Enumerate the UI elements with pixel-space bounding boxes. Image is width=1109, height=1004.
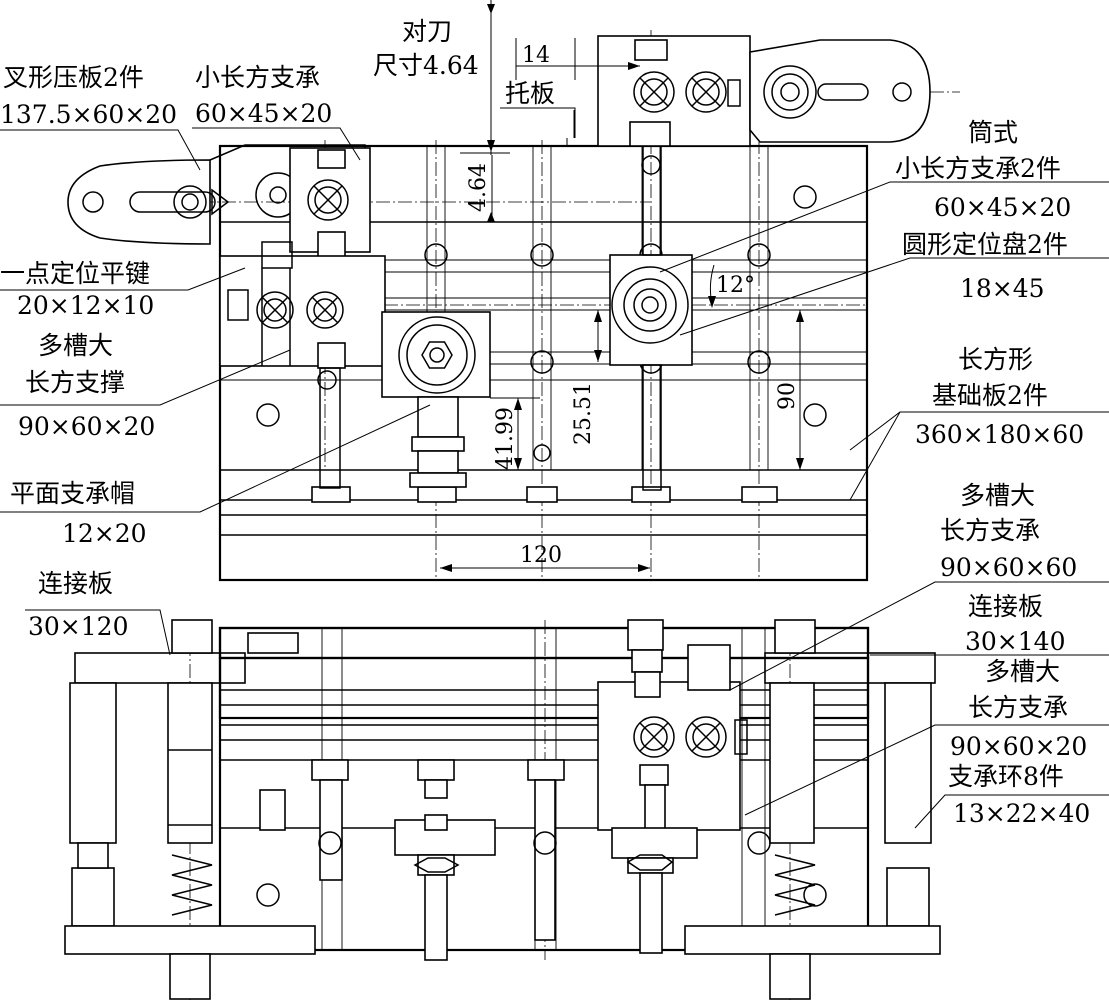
connector-plate-left — [74, 652, 246, 684]
right-fork-plate — [749, 39, 931, 143]
label-rect-base-2: 基础板2件 — [932, 381, 1048, 410]
label-flat-cap: 平面支承帽 — [10, 479, 135, 508]
label-fork-plate-size: 137.5×60×20 — [0, 100, 177, 129]
label-multi-slot-support-20-1: 多槽大 — [985, 657, 1060, 686]
label-small-rect-support: 小长方支承 — [195, 63, 320, 92]
label-connector-120-size: 30×120 — [28, 612, 128, 641]
dim-25-51: 25.51 — [571, 382, 596, 445]
dimension-texts: 14 4.64 12° 90 25.51 41.99 120 — [466, 43, 800, 568]
top-view — [67, 0, 960, 582]
front-view — [64, 619, 941, 1000]
label-small-rect-support-size: 60×45×20 — [195, 99, 332, 128]
label-rect-base-1: 长方形 — [958, 345, 1033, 374]
dim-41-99: 41.99 — [493, 407, 518, 470]
dim-14: 14 — [522, 43, 550, 68]
label-multi-slot-support-60-size: 90×60×60 — [940, 553, 1077, 582]
label-support-ring-size: 13×22×40 — [953, 799, 1090, 828]
multi-slot-brace — [381, 311, 491, 398]
label-tube-support-2: 小长方支承2件 — [895, 154, 1061, 183]
label-tube-support-1: 筒式 — [968, 118, 1018, 147]
label-multi-slot-brace-2: 长方支撑 — [25, 368, 125, 397]
label-rect-base-size: 360×180×60 — [915, 420, 1084, 449]
label-multi-slot-brace-1: 多槽大 — [38, 331, 113, 360]
label-connector-120: 连接板 — [38, 569, 113, 598]
round-locator-block — [609, 254, 693, 366]
labels: 叉形压板2件 137.5×60×20 小长方支承 60×45×20 对刀 尺寸4… — [0, 17, 1090, 828]
flat-support-cap — [417, 396, 459, 438]
dim-4-64: 4.64 — [466, 163, 491, 212]
label-flat-key-size: 20×12×10 — [17, 291, 154, 320]
label-flat-cap-size: 12×20 — [62, 519, 147, 548]
label-multi-slot-support-60-1: 多槽大 — [960, 481, 1035, 510]
label-tool-setting-2: 尺寸4.64 — [373, 51, 479, 80]
label-tube-support-size: 60×45×20 — [934, 193, 1071, 222]
label-tool-setting-1: 对刀 — [402, 17, 452, 46]
left-fork-plate — [67, 159, 211, 245]
dim-90: 90 — [775, 382, 800, 410]
label-round-locator: 圆形定位盘2件 — [902, 230, 1068, 259]
label-multi-slot-support-60-2: 长方支承 — [940, 516, 1040, 545]
label-multi-slot-brace-size: 90×60×20 — [18, 412, 155, 441]
leader-lines — [0, 107, 1109, 829]
label-fork-plate: 叉形压板2件 — [3, 63, 144, 92]
label-connector-140: 连接板 — [968, 592, 1043, 621]
label-round-locator-size: 18×45 — [960, 274, 1045, 303]
dim-12deg: 12° — [716, 273, 755, 298]
label-flat-key: 一点定位平键 — [0, 259, 150, 288]
label-connector-140-size: 30×140 — [965, 627, 1065, 656]
label-multi-slot-support-20-size: 90×60×20 — [950, 732, 1087, 761]
label-support-ring: 支承环8件 — [948, 762, 1064, 791]
label-multi-slot-support-20-2: 长方支承 — [968, 693, 1068, 722]
dim-120: 120 — [520, 543, 562, 568]
label-pallet: 托板 — [505, 79, 555, 108]
